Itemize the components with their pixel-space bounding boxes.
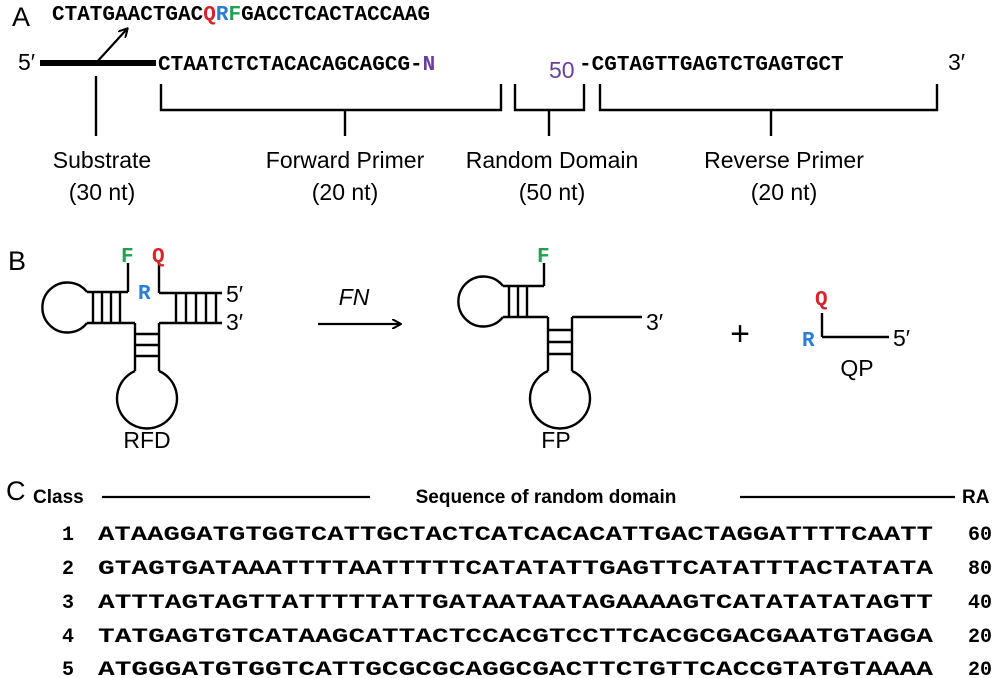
fp-f-label: F [537, 246, 550, 269]
table-row: 2 GTAGTGATAAATTTTAATTTTTCATATATTGAGTTCAT… [62, 558, 992, 581]
rfd-r-label: R [138, 283, 151, 306]
qp-structure: Q R 5′ QP [802, 289, 910, 381]
rfd-right-rungs [174, 293, 218, 323]
row-class: 1 [62, 524, 74, 547]
forward-bracket [159, 84, 503, 136]
segment-length-substrate: (30 nt) [69, 179, 135, 205]
substrate-seq-right: GACCTCACTACCAAG [241, 4, 430, 27]
table-row: 3 ATTTAGTAGTTATTTTTATTGATAATAATAGAAAAGTC… [62, 592, 992, 615]
panel-c: C Class Sequence of random domain RA 1 A… [6, 476, 992, 678]
reverse-primer-seq: CGTAGTTGAGTCTGAGTGCT [592, 54, 844, 77]
panel-a: A CTATGAACTGACQRFGACCTCACTACCAAG 5′ CTAA… [12, 2, 965, 205]
segment-brackets [94, 76, 939, 136]
fp-name: FP [541, 427, 570, 453]
forward-primer-seq: CTAATCTCTACACAGCAGCG [158, 54, 410, 77]
five-prime-label: 5′ [18, 49, 35, 75]
row-class: 4 [62, 626, 74, 649]
panel-b: B [8, 246, 910, 453]
segment-length-random: (50 nt) [519, 179, 585, 205]
row-class: 3 [62, 592, 74, 615]
segment-labels: Substrate (30 nt) Forward Primer (20 nt)… [53, 147, 864, 205]
rfd-q-label: Q [152, 246, 165, 269]
table-row: 5 ATGGGATGTGGTCATTGCGCGCAGGCGACTTCTGTTCA… [62, 659, 992, 678]
sequence-header: Sequence of random domain [416, 487, 677, 508]
panel-b-label: B [8, 246, 26, 276]
rfd-left-loop [41, 281, 88, 334]
row-sequence: GTAGTGATAAATTTTAATTTTTCATATATTGAGTTCATAT… [98, 558, 933, 581]
reverse-sequence: -CGTAGTTGAGTCTGAGTGCT [579, 54, 844, 77]
qp-five-prime: 5′ [893, 325, 910, 351]
rfd-left-rungs [91, 292, 122, 323]
substrate-r: R [216, 4, 229, 27]
class-header: Class [33, 487, 84, 508]
qp-name: QP [840, 355, 873, 381]
library-sequence: CTAATCTCTACACAGCAGCG-N [158, 54, 435, 77]
segment-length-reverse: (20 nt) [751, 179, 817, 205]
random-bracket [513, 84, 586, 136]
rfd-name: RFD [123, 427, 170, 453]
table-row: 1 ATAAGGATGTGGTCATTGCTACTCATCACACATTGACT… [62, 524, 992, 547]
segment-name-random: Random Domain [466, 147, 639, 173]
qp-q-label: Q [815, 289, 828, 312]
qp-r-label: R [802, 330, 815, 353]
rfd-bottom-loop [115, 369, 179, 430]
cleavage-arrow [95, 29, 127, 64]
row-sequence: ATTTAGTAGTTATTTTTATTGATAATAATAGAAAAGTCAT… [98, 592, 933, 615]
rfd-f-label: F [121, 246, 134, 269]
fp-structure: F 3′ FP [457, 246, 663, 453]
row-sequence: ATGGGATGTGGTCATTGCGCGCAGGCGACTTCTGTTCACC… [98, 659, 933, 678]
segment-name-reverse: Reverse Primer [704, 147, 864, 173]
reaction-label-fn: FN [339, 284, 370, 310]
row-ra: 80 [968, 558, 992, 581]
sequence-table: 1 ATAAGGATGTGGTCATTGCTACTCATCACACATTGACT… [62, 524, 992, 678]
fp-left-rungs [507, 286, 529, 317]
fp-left-loop [457, 275, 504, 328]
substrate-sequence: CTATGAACTGACQRFGACCTCACTACCAAG [52, 4, 430, 27]
three-prime-label: 3′ [948, 49, 965, 75]
random-n: N [423, 54, 436, 77]
dash-2: - [579, 54, 592, 77]
panel-a-label: A [12, 2, 30, 32]
dash-1: - [410, 54, 423, 77]
fp-lower-rungs [548, 328, 572, 356]
rfd-lower-rungs [135, 332, 159, 358]
segment-name-forward: Forward Primer [266, 147, 425, 173]
substrate-seq-left: CTATGAACTGAC [52, 4, 204, 27]
row-class: 2 [62, 558, 74, 581]
row-ra: 40 [968, 592, 992, 615]
ra-header: RA [962, 487, 990, 508]
table-row: 4 TATGAGTGTCATAAGCATTACTCCACGTCCTTCACGCG… [62, 626, 992, 649]
row-sequence: ATAAGGATGTGGTCATTGCTACTCATCACACATTGACTAG… [98, 524, 933, 547]
random-n-subscript: 50 [549, 57, 575, 83]
fp-bottom-loop [528, 369, 592, 430]
rfd-five-prime: 5′ [226, 281, 243, 307]
row-ra: 20 [968, 626, 992, 649]
row-class: 5 [62, 659, 74, 678]
plus-sign: + [730, 315, 750, 353]
segment-length-forward: (20 nt) [312, 179, 378, 205]
panel-c-label: C [6, 476, 26, 506]
row-ra: 60 [968, 524, 992, 547]
row-ra: 20 [968, 659, 992, 678]
substrate-f: F [228, 4, 241, 27]
substrate-q: Q [203, 4, 216, 27]
rfd-structure: F R Q 5′ 3′ RFD [41, 246, 243, 453]
row-sequence: TATGAGTGTCATAAGCATTACTCCACGTCCTTCACGCGAC… [98, 626, 933, 649]
segment-name-substrate: Substrate [53, 147, 151, 173]
rfd-three-prime: 3′ [226, 309, 243, 335]
fp-three-prime: 3′ [646, 309, 663, 335]
reverse-bracket [598, 84, 939, 136]
